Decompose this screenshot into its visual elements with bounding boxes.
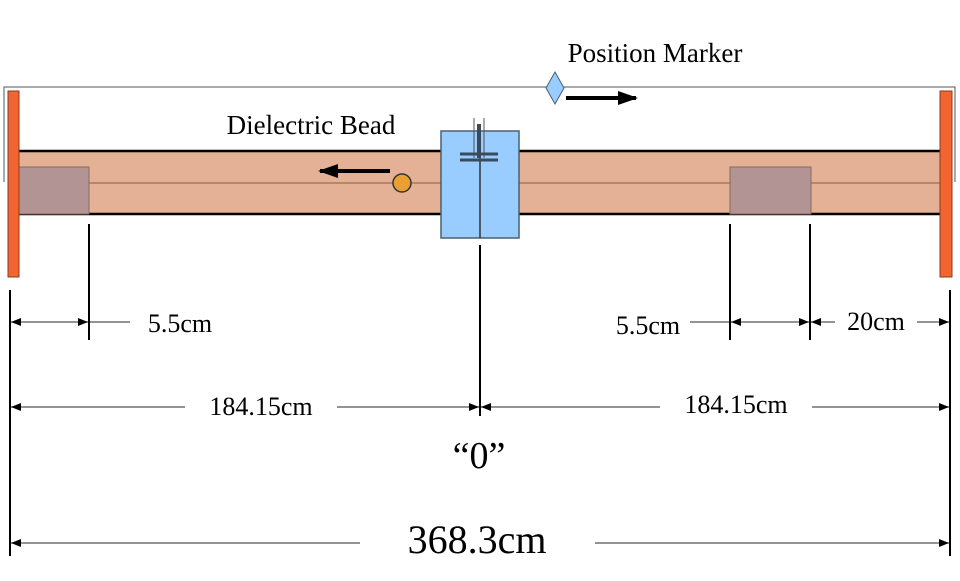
zero-reference-label: “0” bbox=[453, 435, 506, 477]
left-flange bbox=[7, 90, 20, 278]
right-half-dimension: 184.15cm bbox=[684, 390, 787, 419]
extension-lines bbox=[9, 224, 951, 556]
total-length-dimension: 368.3cm bbox=[408, 517, 547, 562]
dielectric-bead-label: Dielectric Bead bbox=[227, 110, 396, 140]
right-absorber bbox=[729, 166, 812, 215]
right-flange bbox=[939, 90, 953, 278]
position-marker-diamond bbox=[545, 70, 565, 106]
left-half-dimension: 184.15cm bbox=[209, 392, 312, 421]
left-absorber-dimension: 5.5cm bbox=[148, 309, 212, 338]
left-absorber bbox=[18, 166, 90, 215]
dimension-lines bbox=[11, 318, 949, 547]
position-marker-label: Position Marker bbox=[568, 38, 743, 68]
right-gap-dimension: 20cm bbox=[847, 307, 905, 336]
marker-rail bbox=[3, 86, 956, 182]
antenna-icon bbox=[460, 118, 498, 162]
right-absorber-dimension: 5.5cm bbox=[616, 311, 680, 340]
dielectric-bead bbox=[392, 173, 412, 193]
